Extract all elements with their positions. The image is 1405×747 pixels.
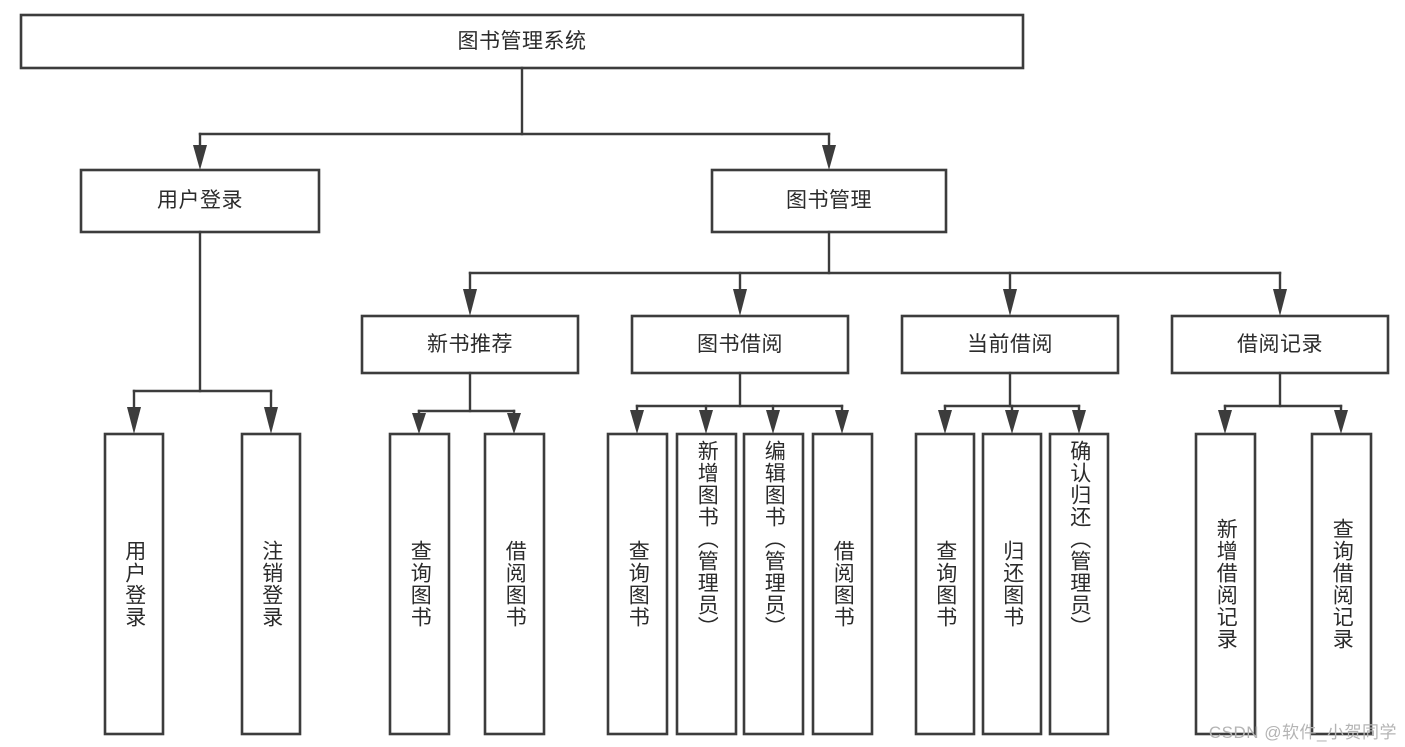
arrow-head-new-book-leaf-1 — [507, 413, 521, 434]
node-box-new-book-recommend[interactable] — [360, 314, 580, 375]
node-box-borrow-record[interactable] — [1170, 314, 1390, 375]
arrow-head-current-borrow — [1003, 289, 1017, 316]
arrow-head-user-login-leaf-1 — [264, 407, 278, 434]
arrow-head-book-borrow-leaf-1 — [699, 410, 713, 434]
leaf-box-borrow-record-0[interactable] — [1194, 432, 1257, 736]
leaf-box-borrow-record-1[interactable] — [1310, 432, 1373, 736]
node-box-current-borrow[interactable] — [900, 314, 1120, 375]
arrow-head-book-borrow-leaf-0 — [630, 410, 644, 434]
arrow-head-current-borrow-leaf-0 — [938, 410, 952, 434]
arrow-head-new-book-leaf-0 — [412, 413, 426, 434]
arrow-head-book-borrow-leaf-3 — [835, 410, 849, 434]
node-box-book-manage[interactable] — [710, 168, 948, 234]
leaf-box-user-login-0[interactable] — [103, 432, 165, 736]
arrow-head-user-login — [193, 145, 207, 170]
arrow-head-borrow-record — [1273, 289, 1287, 316]
node-box-root[interactable] — [19, 13, 1025, 70]
arrow-head-book-manage — [822, 145, 836, 170]
leaf-box-book-borrow-0[interactable] — [606, 432, 669, 736]
arrow-head-new-book — [463, 289, 477, 316]
leaf-box-book-borrow-3[interactable] — [811, 432, 874, 736]
arrow-head-current-borrow-leaf-1 — [1005, 410, 1019, 434]
node-box-user-login[interactable] — [79, 168, 321, 234]
arrow-head-current-borrow-leaf-2 — [1072, 410, 1086, 434]
csdn-watermark: CSDN @软件_小贺同学 — [1208, 723, 1397, 742]
arrow-head-borrow-record-leaf-1 — [1334, 410, 1348, 434]
leaf-box-new-book-0[interactable] — [388, 432, 451, 736]
leaf-box-book-borrow-1[interactable] — [675, 432, 738, 736]
leaf-box-new-book-1[interactable] — [483, 432, 546, 736]
arrow-head-book-borrow-leaf-2 — [766, 410, 780, 434]
leaf-box-current-borrow-0[interactable] — [914, 432, 976, 736]
node-box-book-borrow[interactable] — [630, 314, 850, 375]
leaf-box-current-borrow-1[interactable] — [981, 432, 1043, 736]
arrow-head-user-login-leaf-0 — [127, 407, 141, 434]
arrow-head-borrow-record-leaf-0 — [1218, 410, 1232, 434]
leaf-box-current-borrow-2[interactable] — [1048, 432, 1110, 736]
leaf-box-user-login-1[interactable] — [240, 432, 302, 736]
leaf-box-book-borrow-2[interactable] — [742, 432, 805, 736]
arrow-head-book-borrow — [733, 289, 747, 316]
